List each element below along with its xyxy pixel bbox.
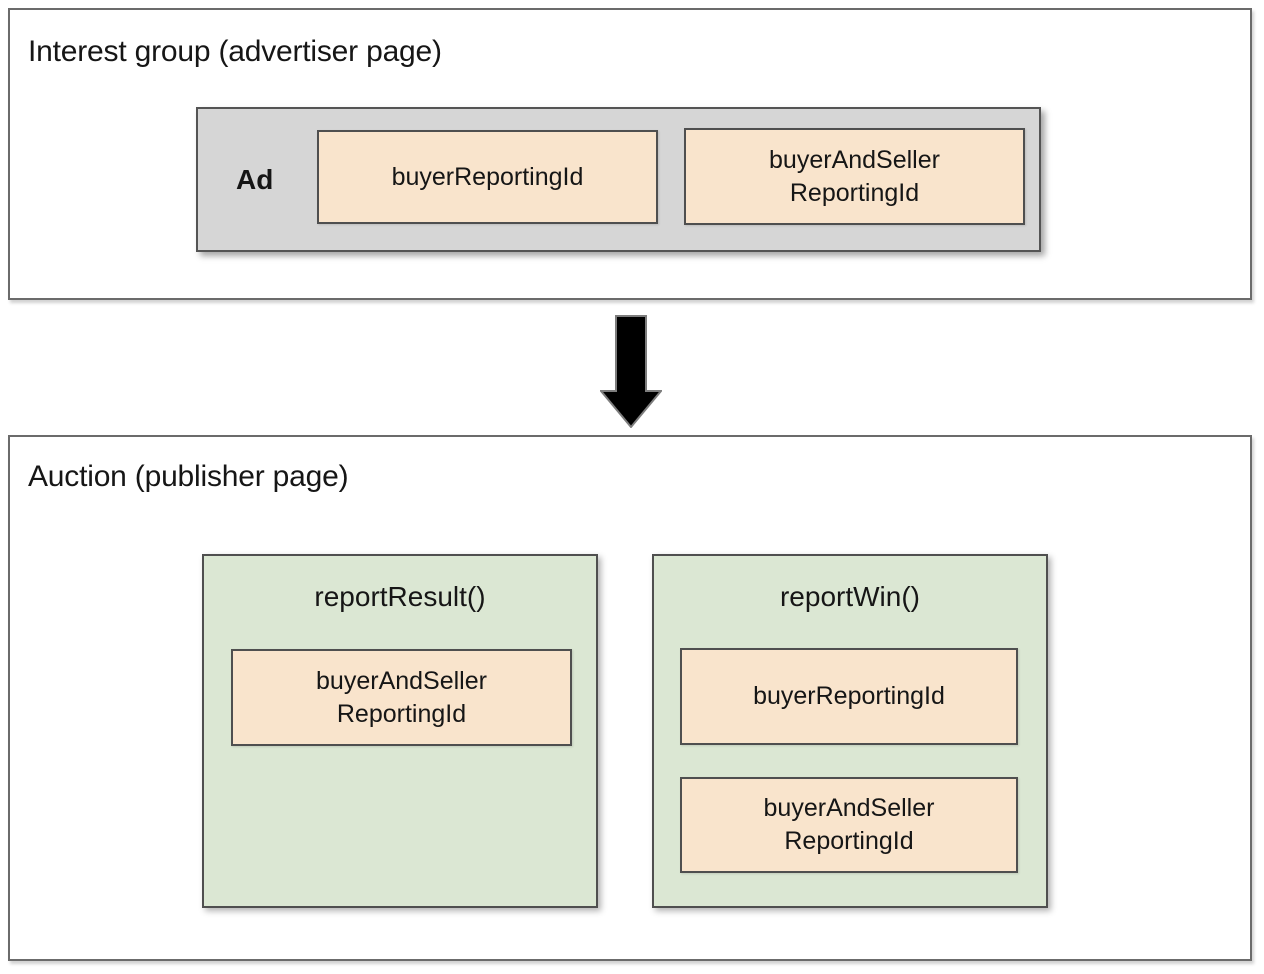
buyer-and-seller-reporting-id-field: buyerAndSeller ReportingId: [231, 649, 572, 746]
auction-section: Auction (publisher page) reportResult() …: [8, 435, 1252, 961]
report-result-box: reportResult() buyerAndSeller ReportingI…: [202, 554, 598, 908]
buyer-reporting-id-field: buyerReportingId: [317, 130, 658, 224]
interest-group-title: Interest group (advertiser page): [28, 35, 442, 68]
interest-group-section: Interest group (advertiser page) Ad buye…: [8, 8, 1252, 300]
auction-title: Auction (publisher page): [28, 460, 349, 493]
report-result-title: reportResult(): [314, 581, 486, 612]
report-win-title: reportWin(): [779, 581, 920, 612]
ad-box: Ad buyerReportingId buyerAndSeller Repor…: [196, 107, 1041, 252]
buyer-and-seller-reporting-id-field: buyerAndSeller ReportingId: [684, 128, 1025, 225]
buyer-reporting-id-field: buyerReportingId: [680, 648, 1018, 745]
report-win-box: reportWin() buyerReportingId buyerAndSel…: [652, 554, 1048, 908]
buyer-and-seller-reporting-id-field: buyerAndSeller ReportingId: [680, 777, 1018, 873]
ad-label: Ad: [236, 163, 274, 195]
down-arrow-icon: [600, 315, 662, 428]
